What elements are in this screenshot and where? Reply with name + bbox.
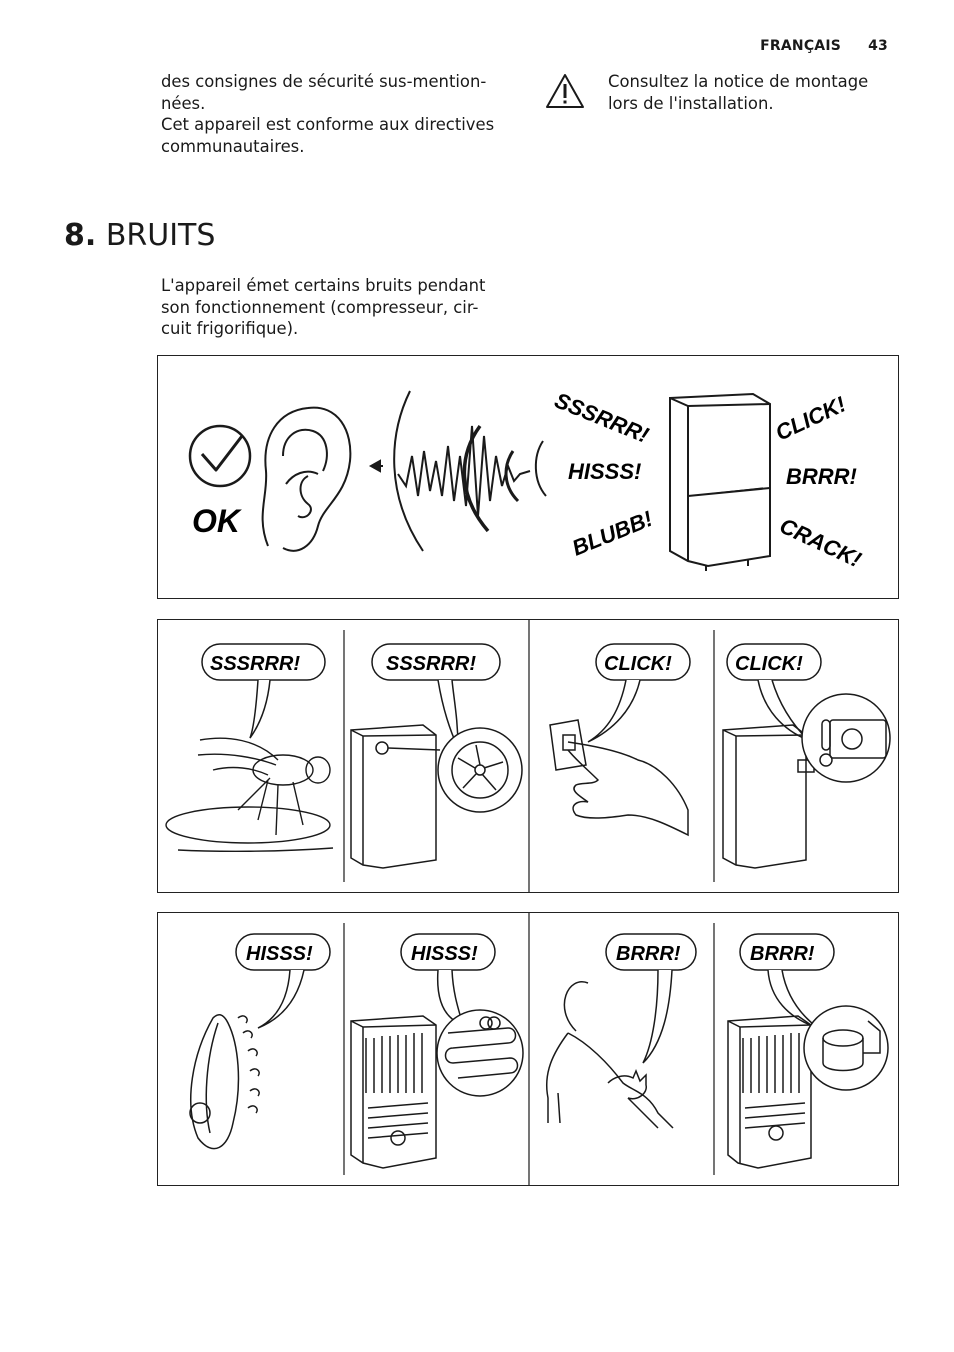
section-intro: L'appareil émet certains bruits pendant … <box>161 275 521 340</box>
bubble-hisss-iron: HISSS! <box>246 943 313 965</box>
text-line: des consignes de sécurité sus-mention- <box>161 72 487 91</box>
text-line: Consultez la notice de montage <box>608 72 869 91</box>
refrigerator-thermostat-icon <box>722 693 891 869</box>
ok-label: OK <box>192 503 243 539</box>
sound-sssrrr: SSSRRR! <box>551 387 652 447</box>
text-line: nées. <box>161 93 206 113</box>
refrigerator-icon <box>669 392 771 571</box>
sound-brrr: BRRR! <box>786 464 857 489</box>
section-number: 8. <box>64 218 97 253</box>
bubble-sssrrr-fan: SSSRRR! <box>386 653 476 675</box>
safety-text-left: des consignes de sécurité sus-mention- n… <box>161 71 521 157</box>
sound-waves-icon <box>368 390 547 552</box>
figure-noises-row2: HISSS! HISSS! BRRR! BRRR! <box>157 912 899 1186</box>
text-line: Cet appareil est conforme aux directives <box>161 115 495 134</box>
warning-icon <box>546 74 584 108</box>
text-line: L'appareil émet certains bruits pendant <box>161 276 486 295</box>
noises-overview-illustration: OK SSSRRR! HISSS! B <box>188 387 865 572</box>
bubble-click-thermostat: CLICK! <box>735 653 803 675</box>
text-line: communautaires. <box>161 136 305 156</box>
bubble-brrr-compressor: BRRR! <box>750 943 815 965</box>
page-number: 43 <box>868 38 888 54</box>
section-title: 8. BRUITS <box>64 218 215 253</box>
bubble-click-switch: CLICK! <box>604 653 672 675</box>
bubble-brrr-cat: BRRR! <box>616 943 681 965</box>
sound-hisss: HISSS! <box>568 459 641 484</box>
bubble-sssrrr-fly: SSSRRR! <box>210 653 300 675</box>
checkmark-icon <box>188 424 252 488</box>
noises-row2-illustration: HISSS! HISSS! BRRR! BRRR! <box>189 913 889 1185</box>
sound-blubb: BLUBB! <box>569 506 657 561</box>
text-line: son fonctionnement (compresseur, cir- <box>161 297 479 317</box>
refrigerator-fan-icon <box>350 724 523 869</box>
fly-icon <box>165 737 334 853</box>
steam-iron-icon <box>189 1013 260 1150</box>
page-header: FRANÇAIS 43 <box>760 38 888 54</box>
section-title-text: BRUITS <box>105 218 216 253</box>
safety-text-right: Consultez la notice de montage lors de l… <box>608 71 898 114</box>
bubble-hisss-coil: HISSS! <box>411 943 478 965</box>
sound-crack: CRACK! <box>776 513 865 572</box>
sound-click: CLICK! <box>772 391 850 445</box>
noises-row1-illustration: SSSRRR! SSSRRR! CLICK! CLICK! <box>165 620 891 892</box>
figure-noises-row1: SSSRRR! SSSRRR! CLICK! CLICK! <box>157 619 899 893</box>
text-line: cuit frigorifique). <box>161 319 299 338</box>
text-line: lors de l'installation. <box>608 93 774 113</box>
refrigerator-compressor-icon <box>727 1005 889 1169</box>
refrigerator-condenser-icon <box>350 1009 524 1169</box>
ear-icon <box>261 406 352 552</box>
cat-stretching-icon <box>546 981 674 1129</box>
figure-noises-overview: OK SSSRRR! HISSS! B <box>157 355 899 599</box>
hand-switch-icon <box>549 719 689 837</box>
header-language: FRANÇAIS <box>760 38 842 54</box>
